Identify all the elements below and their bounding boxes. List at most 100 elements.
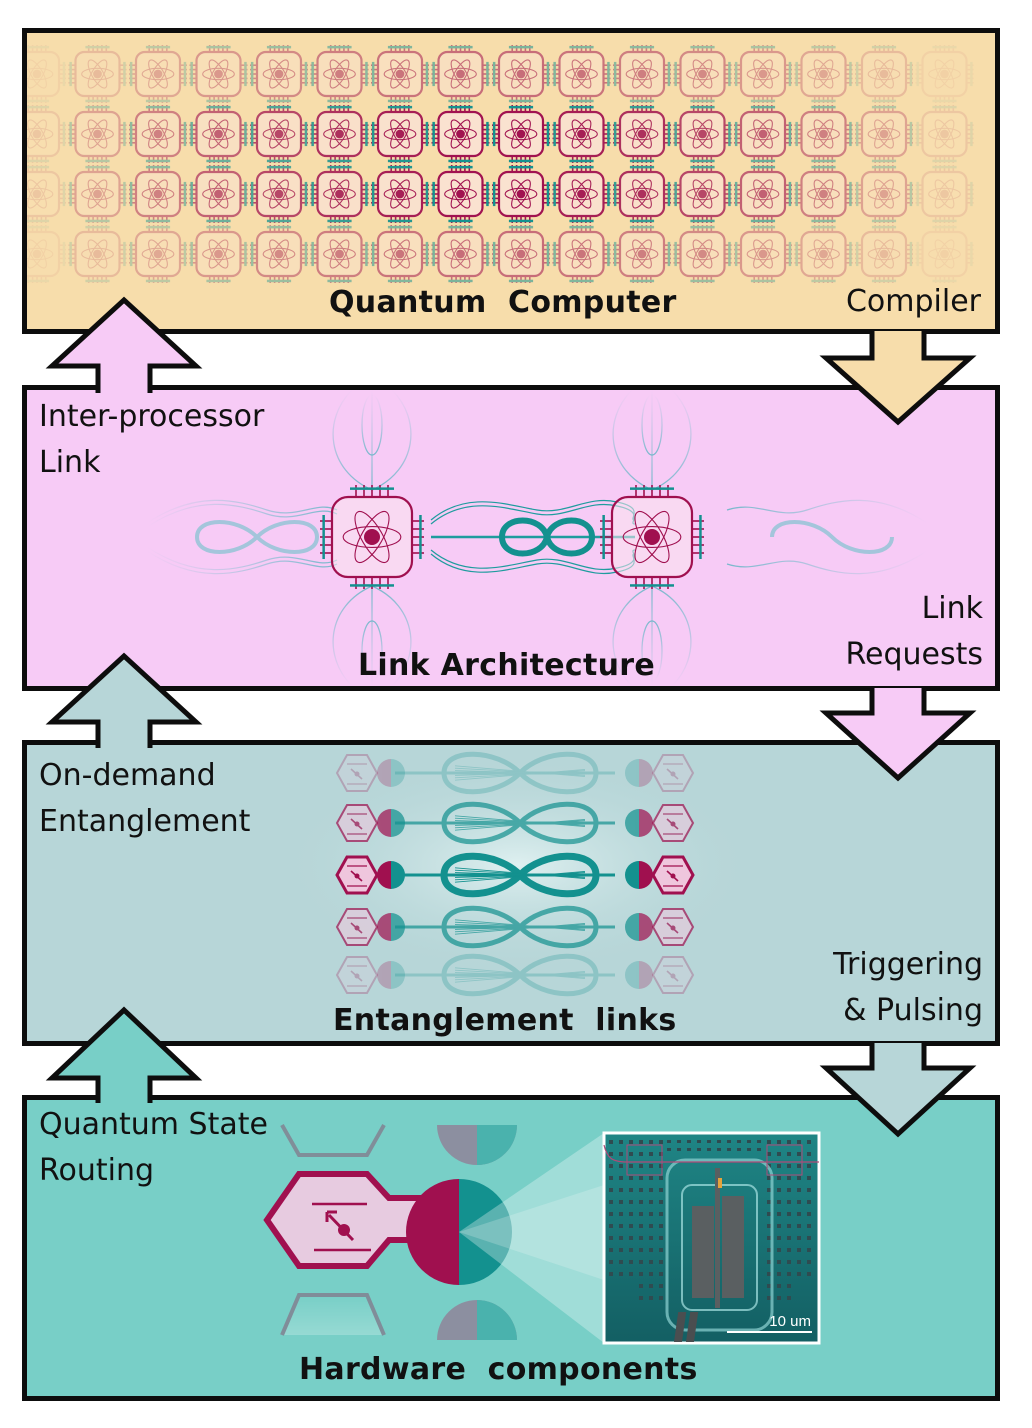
emitter-node-icon bbox=[406, 1179, 512, 1285]
infinity-icon-center bbox=[498, 517, 596, 557]
processor-chip-icon bbox=[250, 165, 308, 223]
entanglement-link bbox=[395, 953, 615, 997]
processor-chip-icon bbox=[189, 105, 248, 163]
processor-chip-icon bbox=[794, 105, 853, 163]
qubit-hexagon-icon bbox=[263, 1171, 430, 1269]
processor-chip-icon bbox=[129, 225, 187, 283]
link-architecture-title: Link Architecture bbox=[358, 648, 655, 683]
processor-chip-icon bbox=[310, 225, 369, 283]
link-requests-label-line2: Requests bbox=[845, 637, 984, 672]
link-architecture-illustration bbox=[146, 390, 928, 686]
link-requests-label-line1: Link bbox=[921, 591, 983, 626]
hardware-components-title: Hardware components bbox=[299, 1352, 698, 1387]
triggering-label-line1: Triggering bbox=[833, 947, 983, 982]
processor-chip-icon bbox=[915, 105, 974, 163]
processor-chip-icon bbox=[492, 225, 550, 283]
entanglement-link bbox=[395, 801, 615, 845]
qubit-hexagon-icon bbox=[651, 908, 695, 946]
processor-chip-icon bbox=[794, 225, 853, 283]
emitter-node-icon bbox=[377, 861, 405, 889]
processor-chip-icon bbox=[250, 225, 308, 283]
qubit-hexagon-icon bbox=[335, 956, 379, 994]
infinity-icon-faint-right bbox=[770, 520, 894, 554]
qubit-hexagon-icon bbox=[651, 754, 695, 792]
processor-chip-icon bbox=[27, 105, 66, 163]
processor-chip-icon bbox=[492, 165, 550, 223]
qubit-hexagon-icon bbox=[335, 908, 379, 946]
processor-chip-icon bbox=[915, 165, 974, 223]
emitter-node-icon bbox=[377, 809, 405, 837]
routing-label-line2: Routing bbox=[39, 1153, 155, 1188]
entanglement-link bbox=[395, 852, 615, 898]
processor-chip-icon bbox=[68, 165, 127, 223]
processor-chip-icon bbox=[250, 105, 308, 163]
fading-link-left bbox=[146, 499, 338, 575]
processor-chip-icon bbox=[915, 225, 974, 283]
qubit-hexagon-icon bbox=[335, 855, 379, 895]
processor-chip-icon bbox=[189, 225, 248, 283]
device-micrograph: 10 um bbox=[602, 1131, 821, 1345]
processor-chip-icon bbox=[734, 45, 792, 103]
infinity-icon-faint-left bbox=[194, 520, 320, 554]
emitter-node-icon bbox=[625, 861, 653, 889]
processor-chip-icon bbox=[250, 45, 308, 103]
processor-chip-icon bbox=[27, 225, 66, 283]
processor-chip-icon bbox=[492, 105, 550, 163]
emitter-node-icon bbox=[377, 913, 405, 941]
on-demand-label-line2: Entanglement bbox=[39, 804, 251, 839]
processor-chip-icon bbox=[855, 225, 913, 283]
processor-chip-icon bbox=[613, 45, 671, 103]
processor-chip-icon bbox=[552, 165, 611, 223]
emitter-node-icon bbox=[625, 759, 653, 787]
processor-chip-icon bbox=[310, 105, 369, 163]
inter-processor-label-line1: Inter-processor bbox=[39, 399, 265, 434]
processor-chip-icon bbox=[613, 225, 671, 283]
emitter-node-icon bbox=[625, 961, 653, 989]
processor-chip-icon bbox=[734, 105, 792, 163]
vertical-links bbox=[332, 390, 692, 686]
processor-chip-icon bbox=[431, 45, 490, 103]
processor-chip-icon bbox=[129, 165, 187, 223]
processor-chip-icon bbox=[613, 165, 671, 223]
processor-chip-icon bbox=[310, 45, 369, 103]
processor-chip-icon bbox=[794, 45, 853, 103]
processor-chip-icon bbox=[673, 105, 732, 163]
qubit-hexagon-icon bbox=[651, 804, 695, 842]
processor-chip-icon bbox=[68, 225, 127, 283]
processor-chip-icon bbox=[310, 165, 369, 223]
zoom-cone bbox=[459, 1133, 604, 1343]
processor-chip-icon bbox=[673, 45, 732, 103]
processor-chip-icon bbox=[431, 165, 490, 223]
processor-chip-icon bbox=[673, 165, 732, 223]
processor-chip-icon bbox=[371, 45, 429, 103]
processor-chip-icon bbox=[855, 105, 913, 163]
processor-chip-icon bbox=[613, 105, 671, 163]
processor-chip-icon bbox=[320, 485, 424, 589]
processor-chip-icon bbox=[600, 485, 704, 589]
processor-chip-icon bbox=[431, 225, 490, 283]
inter-processor-label-line2: Link bbox=[39, 445, 101, 480]
scale-bar-label: 10 um bbox=[769, 1313, 811, 1330]
fading-link-right bbox=[726, 499, 928, 575]
entanglement-links-title: Entanglement links bbox=[333, 1003, 677, 1038]
emitter-node-icon bbox=[625, 809, 653, 837]
compiler-label: Compiler bbox=[845, 284, 981, 319]
processor-chip-icon bbox=[129, 105, 187, 163]
qubit-hexagon-icon bbox=[651, 956, 695, 994]
processor-chip-icon bbox=[855, 45, 913, 103]
processor-chip-icon bbox=[27, 165, 66, 223]
processor-chip-icon bbox=[129, 45, 187, 103]
reflection-top bbox=[280, 1124, 517, 1165]
emitter-node-icon bbox=[625, 913, 653, 941]
processor-grid bbox=[27, 45, 974, 283]
processor-chip-icon bbox=[27, 45, 66, 103]
processor-chip-icon bbox=[431, 105, 490, 163]
processor-chip-icon bbox=[673, 225, 732, 283]
processor-chip-icon bbox=[68, 45, 127, 103]
